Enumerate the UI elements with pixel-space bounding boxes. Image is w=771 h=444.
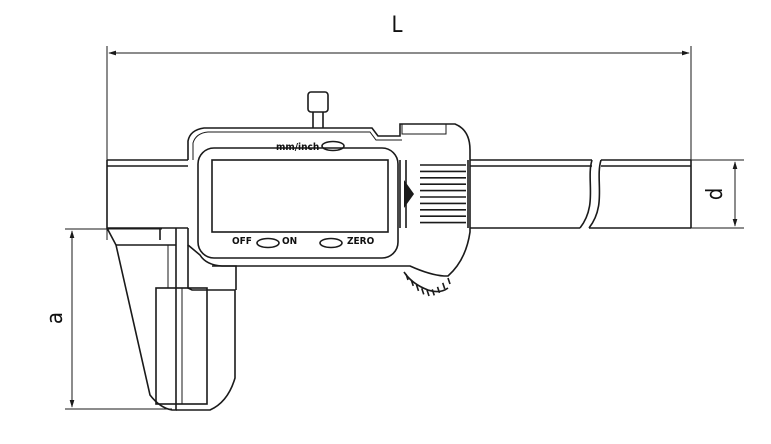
on-off-button[interactable] xyxy=(256,237,280,249)
thumb-wheel xyxy=(403,271,451,297)
fixed-jaw xyxy=(106,160,177,411)
lock-screw-shaft xyxy=(312,112,324,128)
zero-button-group: ZERO xyxy=(319,236,375,249)
off-label: OFF xyxy=(232,236,252,247)
zero-label: ZERO xyxy=(347,236,375,247)
length-dimension: L xyxy=(106,13,692,240)
zero-button[interactable] xyxy=(319,237,343,249)
knurl-tick xyxy=(405,273,409,281)
knurl-tick xyxy=(441,282,446,290)
on-label: ON xyxy=(282,236,297,247)
jaw-dimension: a xyxy=(43,228,172,410)
main-beam xyxy=(107,159,692,229)
knurl-tick xyxy=(431,289,436,296)
thumb-wheel-knurl xyxy=(405,273,451,297)
knurl-tick xyxy=(426,289,430,297)
mode-button-label: mm/inch xyxy=(276,142,319,153)
depth-dimension: d xyxy=(691,159,744,229)
knurl-tick xyxy=(410,279,415,287)
knurl-tick xyxy=(420,288,425,295)
mode-button-group: mm/inch xyxy=(276,140,345,153)
knurl-tick xyxy=(447,277,451,285)
display-panel xyxy=(197,147,399,259)
moving-jaw xyxy=(155,245,237,411)
length-label: L xyxy=(391,13,402,38)
display-bezel xyxy=(197,147,399,259)
knurl-tick xyxy=(436,286,441,294)
jaw-label: a xyxy=(43,312,68,324)
lcd-screen xyxy=(211,159,389,233)
grip-ribs xyxy=(420,164,466,224)
mode-button[interactable] xyxy=(321,140,345,152)
power-buttons: OFF ON xyxy=(232,236,297,249)
depth-label: d xyxy=(703,188,728,201)
lock-screw-head xyxy=(307,91,329,113)
knurl-tick xyxy=(415,284,420,292)
slider-recess xyxy=(401,123,447,135)
beam-break-right xyxy=(588,159,602,229)
beam-break-left xyxy=(579,159,593,229)
thumb-grip xyxy=(399,160,469,228)
arrow-icon xyxy=(404,180,414,208)
